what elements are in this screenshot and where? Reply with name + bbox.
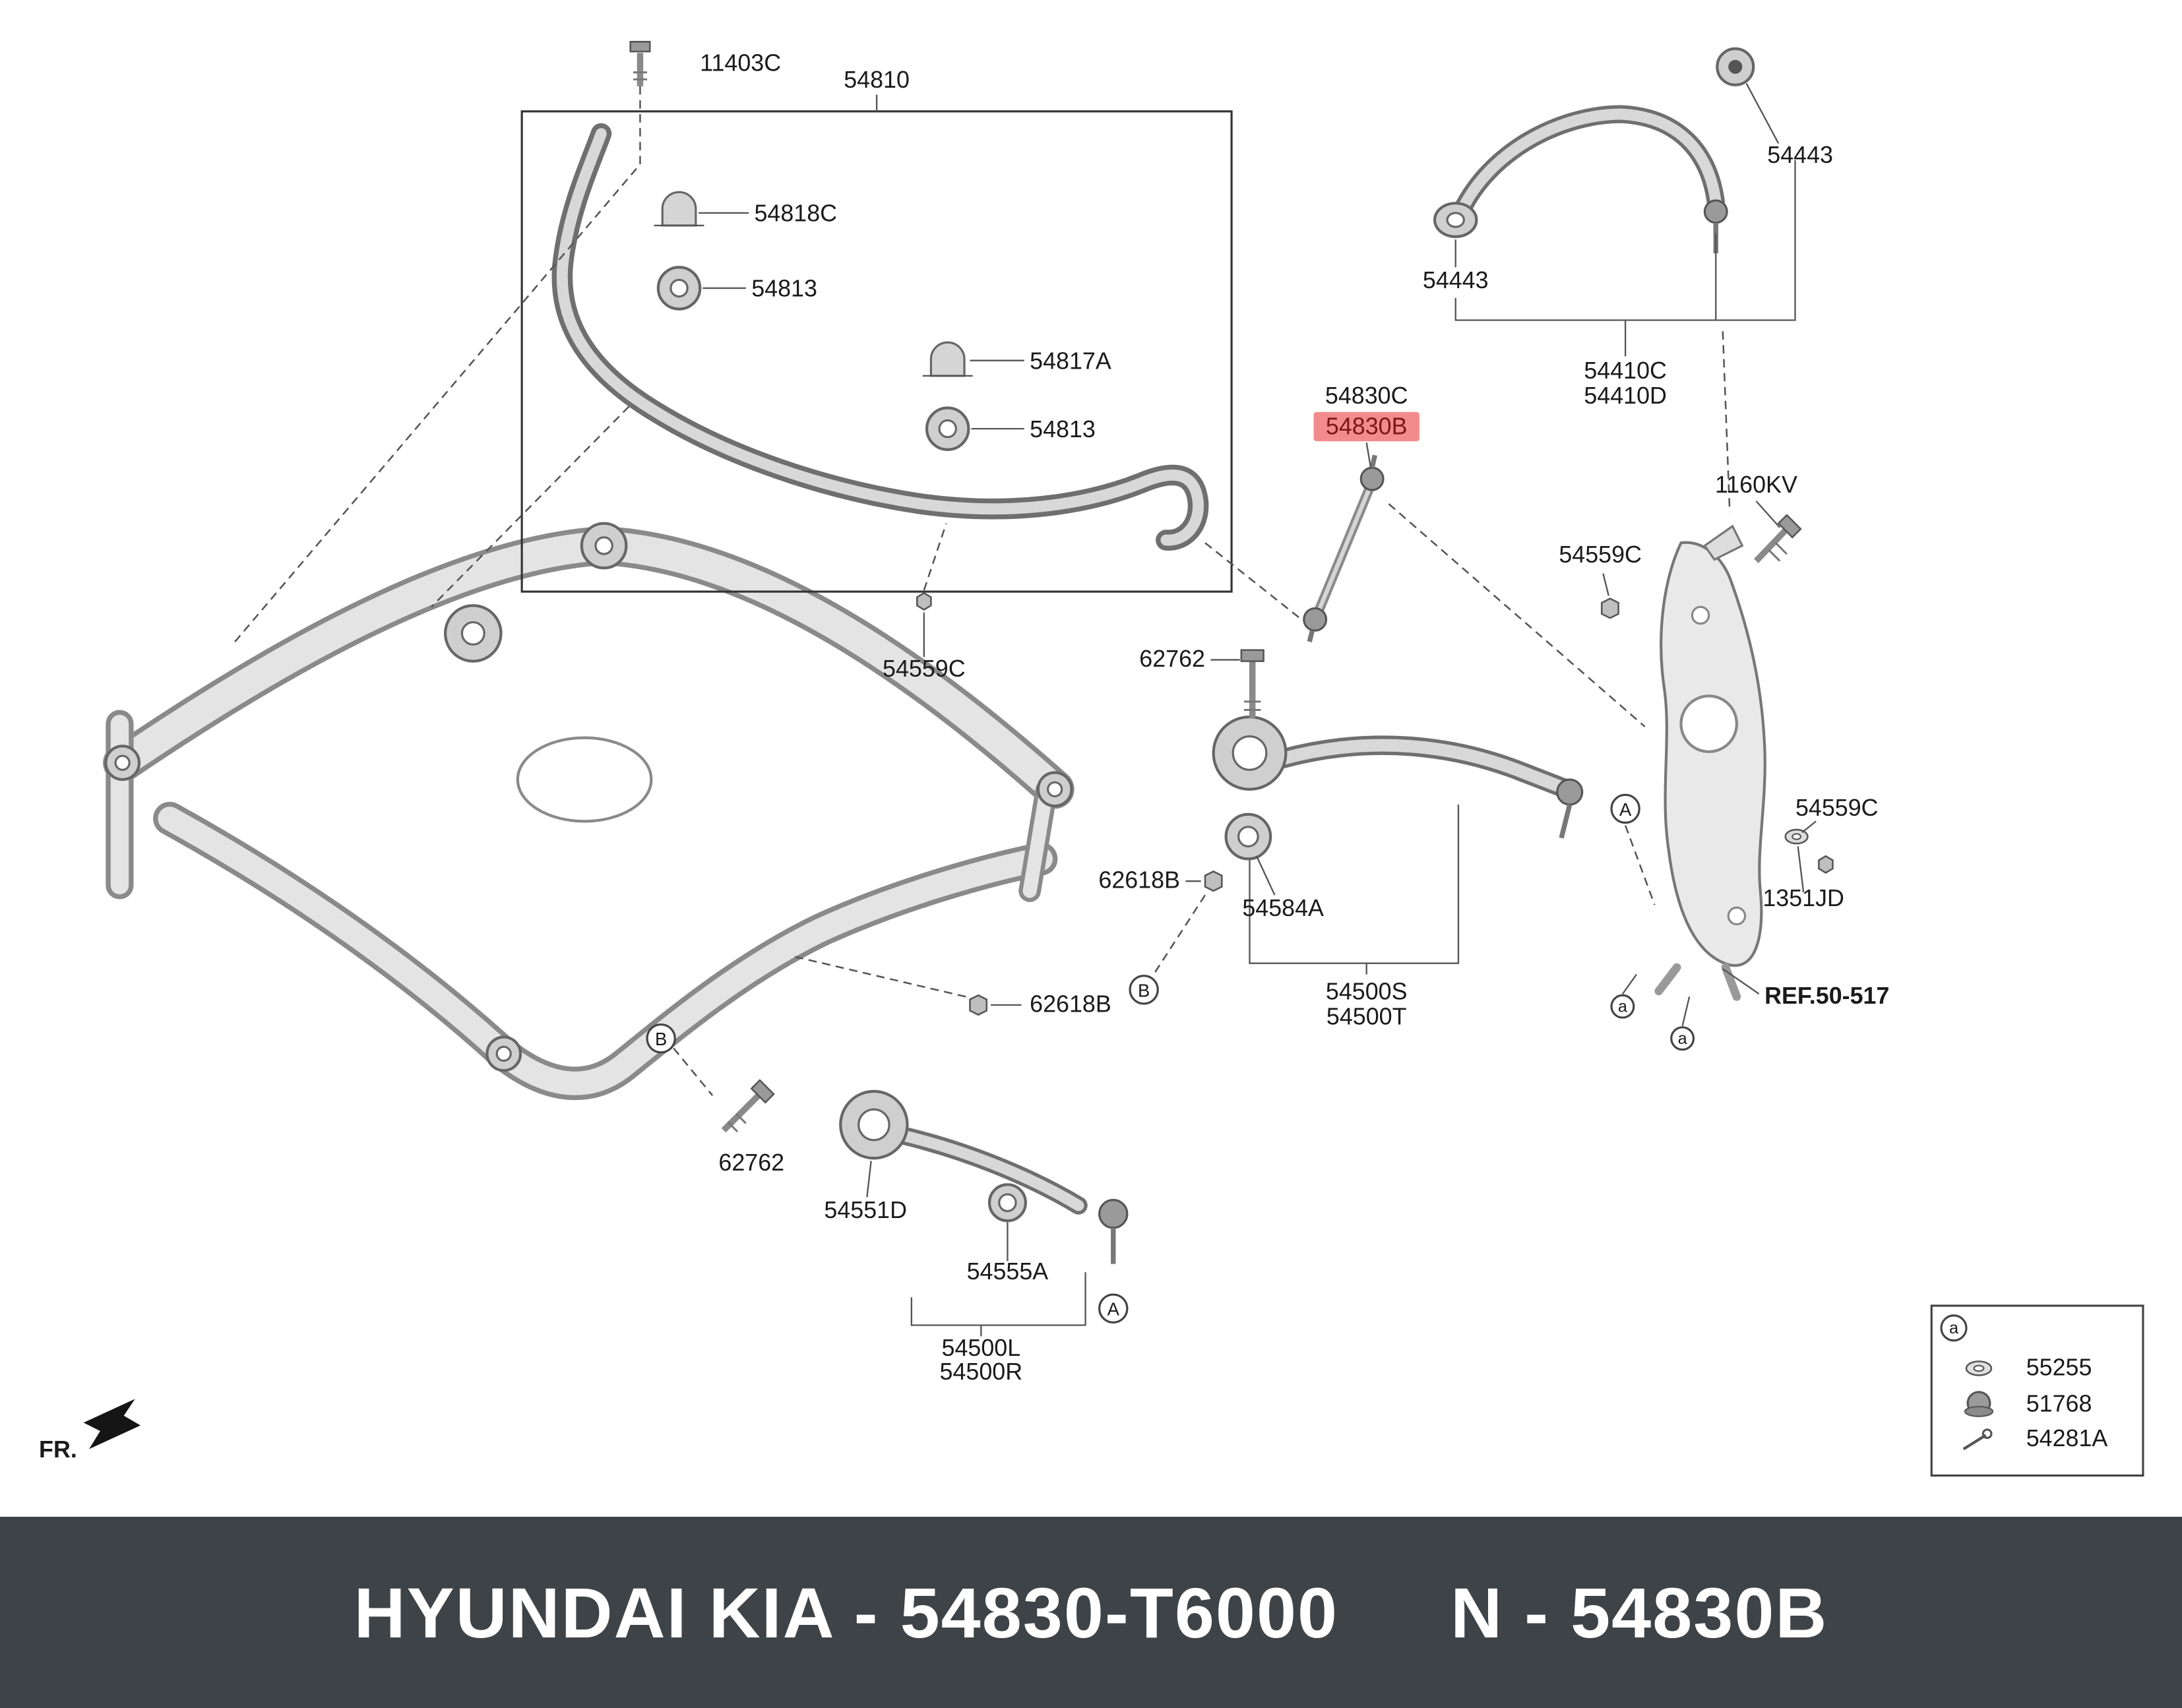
part-label-54551D: 54551D bbox=[824, 1197, 907, 1223]
label-leader-lines bbox=[699, 83, 2021, 1440]
assembly-dashed-lines bbox=[233, 86, 1731, 1097]
part-label-54817A: 54817A bbox=[1030, 348, 1111, 374]
callout-B-subframe bbox=[646, 1023, 676, 1054]
stabilizer-link-drawing bbox=[1303, 466, 1385, 632]
part-label-54410D: 54410D bbox=[1584, 382, 1667, 409]
group-bracket-lines bbox=[910, 160, 1796, 1337]
part-label-62618B-2: 62618B bbox=[1030, 991, 1111, 1018]
lower-control-arm-drawing bbox=[1212, 715, 1584, 861]
callout-A-lower-arm bbox=[1098, 1293, 1129, 1324]
steering-knuckle-drawing bbox=[1654, 524, 1766, 1001]
footer-bar: HYUNDAI KIA - 54830-T6000 N - 54830B bbox=[0, 1517, 2182, 1708]
part-label-54500S: 54500S bbox=[1326, 979, 1408, 1005]
part-label-54443-2: 54443 bbox=[1423, 267, 1489, 293]
part-label-54500T: 54500T bbox=[1326, 1004, 1407, 1030]
callout-A-knuckle bbox=[1610, 793, 1640, 824]
callout-A-knuckle-letter: A bbox=[1619, 799, 1632, 820]
legend-label-55255: 55255 bbox=[2026, 1355, 2092, 1381]
part-label-54559C-1: 54559C bbox=[1559, 541, 1642, 568]
footer-oem-number: HYUNDAI KIA - 54830-T6000 bbox=[354, 1572, 1339, 1653]
bar-clamp-54817A bbox=[929, 341, 966, 377]
callout-B-arm-letter: B bbox=[1138, 980, 1150, 1000]
part-label-62618B-1: 62618B bbox=[1098, 867, 1180, 894]
bar-clamp-54818C bbox=[661, 191, 697, 227]
knuckle-lower-lugs bbox=[1654, 963, 1741, 1001]
part-label-54830C: 54830C bbox=[1325, 382, 1408, 409]
bolt-heads bbox=[629, 41, 1802, 1104]
fr-arrow-icon bbox=[83, 1399, 141, 1449]
hex-nuts bbox=[916, 592, 1834, 1016]
legend-label-54281A: 54281A bbox=[2026, 1425, 2108, 1451]
bolt-thread-ticks bbox=[633, 71, 1788, 1133]
front-lower-arm-drawing bbox=[839, 1089, 1129, 1229]
part-label-54830B-highlighted: 54830B bbox=[1326, 413, 1408, 440]
legend-box: a 55255 51768 54281A bbox=[1930, 1304, 2144, 1477]
part-label-54410C: 54410C bbox=[1584, 357, 1667, 384]
legend-marker-circle bbox=[1940, 1314, 1968, 1342]
knuckle-hub-bore bbox=[1679, 694, 1739, 753]
part-label-54818C: 54818C bbox=[754, 200, 837, 227]
part-label-54813-1: 54813 bbox=[751, 276, 817, 302]
part-labels: 11403C 54810 54818C 54813 54817A 54813 5… bbox=[700, 50, 1889, 1385]
footer-reference-number: N - 54830B bbox=[1450, 1572, 1828, 1653]
highlight-54830B bbox=[1313, 412, 1419, 442]
part-label-54559C-2: 54559C bbox=[883, 656, 966, 682]
part-label-62762-2: 62762 bbox=[718, 1149, 784, 1176]
front-crossmember-drawing bbox=[103, 522, 1075, 1101]
part-label-11403C: 11403C bbox=[700, 50, 781, 76]
bolt-shafts bbox=[637, 53, 1788, 1133]
part-label-62762-1: 62762 bbox=[1139, 646, 1205, 672]
stabilizer-bar-clamps-bushings bbox=[654, 191, 973, 451]
part-label-54443-1: 54443 bbox=[1767, 142, 1833, 168]
stabilizer-bar-drawing bbox=[551, 123, 1209, 551]
callout-a-2 bbox=[1670, 1026, 1695, 1051]
legend-label-51768: 51768 bbox=[2026, 1390, 2092, 1417]
front-lower-arm-ball-joint bbox=[1098, 1198, 1129, 1229]
knuckle-upper-lug bbox=[1703, 524, 1744, 561]
upper-arm-ball-joint bbox=[1703, 199, 1728, 224]
callout-a-1 bbox=[1610, 994, 1635, 1019]
callout-a-2-letter: a bbox=[1678, 1029, 1688, 1048]
part-label-1351JD: 1351JD bbox=[1762, 885, 1844, 911]
part-label-1160KV: 1160KV bbox=[1715, 472, 1797, 498]
subframe-center-opening bbox=[516, 736, 653, 823]
callout-markers: A A B B a a bbox=[646, 793, 1695, 1324]
upper-control-arm-drawing bbox=[1433, 47, 1755, 238]
stabilizer-bar-group-box bbox=[520, 110, 1233, 593]
ref-label-50-517: REF.50-517 bbox=[1764, 983, 1889, 1009]
part-label-54559C-3: 54559C bbox=[1795, 795, 1879, 821]
callout-B-subframe-letter: B bbox=[655, 1029, 667, 1049]
callout-a-1-letter: a bbox=[1618, 998, 1628, 1016]
lower-arm-ball-joint bbox=[1556, 778, 1584, 806]
part-label-54500R: 54500R bbox=[940, 1358, 1023, 1385]
callout-A-lower-arm-letter: A bbox=[1107, 1299, 1120, 1320]
legend-marker-letter: a bbox=[1949, 1319, 1959, 1337]
callout-B-arm bbox=[1129, 975, 1159, 1005]
part-label-54500L: 54500L bbox=[942, 1335, 1021, 1361]
part-label-54813-2: 54813 bbox=[1030, 416, 1096, 442]
part-label-54584A: 54584A bbox=[1242, 895, 1324, 921]
part-label-54555A: 54555A bbox=[967, 1258, 1049, 1285]
fr-label: FR. bbox=[39, 1436, 77, 1463]
fr-direction-marker: FR. bbox=[39, 1399, 141, 1463]
cotter-pin-icon bbox=[1962, 1434, 1987, 1451]
part-label-54810: 54810 bbox=[844, 67, 910, 93]
